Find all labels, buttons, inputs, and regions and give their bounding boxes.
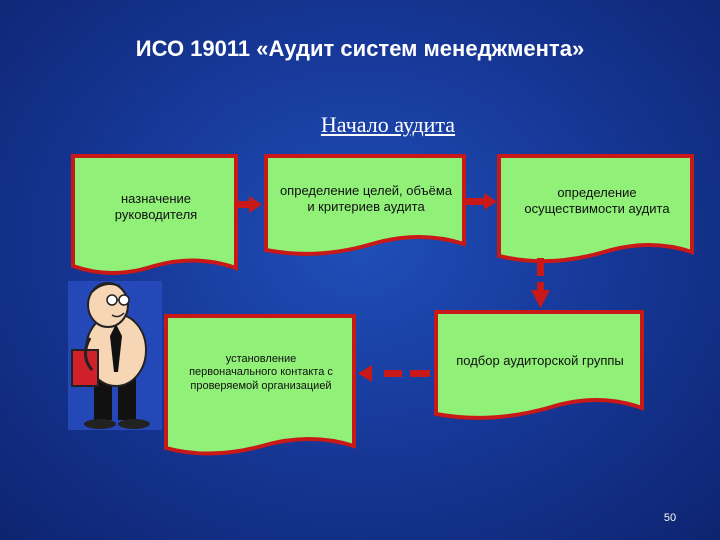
box-label-assign-leader: назначение руководителя (114, 191, 198, 222)
box-label-feasibility: определение осуществимости аудита (524, 185, 670, 216)
box-initial-contact (164, 314, 356, 456)
arrow-feasibility-to-team (531, 258, 550, 308)
arrow-leader-to-objectives (237, 196, 262, 213)
box-label-define-objectives: определение целей, объёма и критериев ау… (279, 183, 453, 214)
box-label-select-team: подбор аудиторской группы (456, 353, 624, 369)
arrow-objectives-to-feasibility (466, 193, 497, 210)
slide-title: ИСО 19011 «Аудит систем менеджмента» (135, 36, 585, 61)
box-assign-leader (71, 154, 238, 275)
box-define-objectives (264, 154, 466, 256)
box-label-initial-contact: установление первоначального контакта с … (189, 353, 333, 392)
slide-subtitle: Начало аудита (320, 112, 456, 137)
auditor-cartoon-icon (68, 281, 162, 430)
arrow-team-to-contact (358, 365, 430, 382)
box-feasibility (497, 154, 694, 264)
page-number: 50 (663, 512, 677, 524)
box-select-team (434, 310, 644, 420)
